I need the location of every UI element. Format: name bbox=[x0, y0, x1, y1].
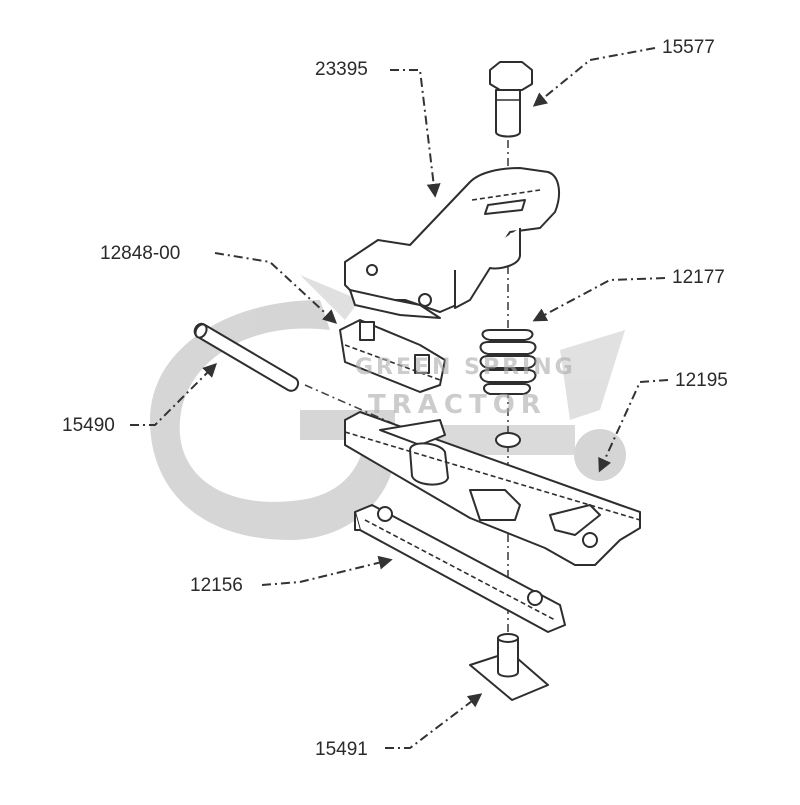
part-label-15490: 15490 bbox=[62, 415, 115, 436]
small-bracket-part bbox=[339, 319, 446, 393]
part-label-12156: 12156 bbox=[190, 575, 243, 596]
upper-bracket-part bbox=[344, 167, 561, 319]
part-label-15491: 15491 bbox=[315, 739, 368, 760]
leader-12177 bbox=[532, 277, 666, 322]
leader-23395 bbox=[390, 69, 441, 198]
leader-15491 bbox=[385, 693, 483, 749]
main-plate-part bbox=[344, 411, 641, 566]
base-post-part bbox=[469, 633, 549, 701]
part-label-15577: 15577 bbox=[662, 37, 715, 58]
part-label-12848-00: 12848-00 bbox=[100, 243, 181, 264]
leader-15577 bbox=[532, 47, 656, 107]
watermark-line-2: TRACTOR bbox=[368, 390, 547, 420]
spring-part bbox=[479, 329, 537, 395]
leader-12156 bbox=[261, 555, 393, 586]
part-label-12195: 12195 bbox=[675, 370, 728, 391]
leader-15490 bbox=[130, 363, 217, 426]
part-label-12177: 12177 bbox=[672, 267, 725, 288]
lower-bar-part bbox=[354, 504, 566, 633]
leader-12848 bbox=[214, 252, 338, 324]
pin-part bbox=[193, 322, 299, 392]
bolt-part bbox=[489, 61, 533, 138]
watermark-line-1: GREEN SPRING bbox=[355, 355, 576, 380]
part-label-23395: 23395 bbox=[315, 59, 368, 80]
